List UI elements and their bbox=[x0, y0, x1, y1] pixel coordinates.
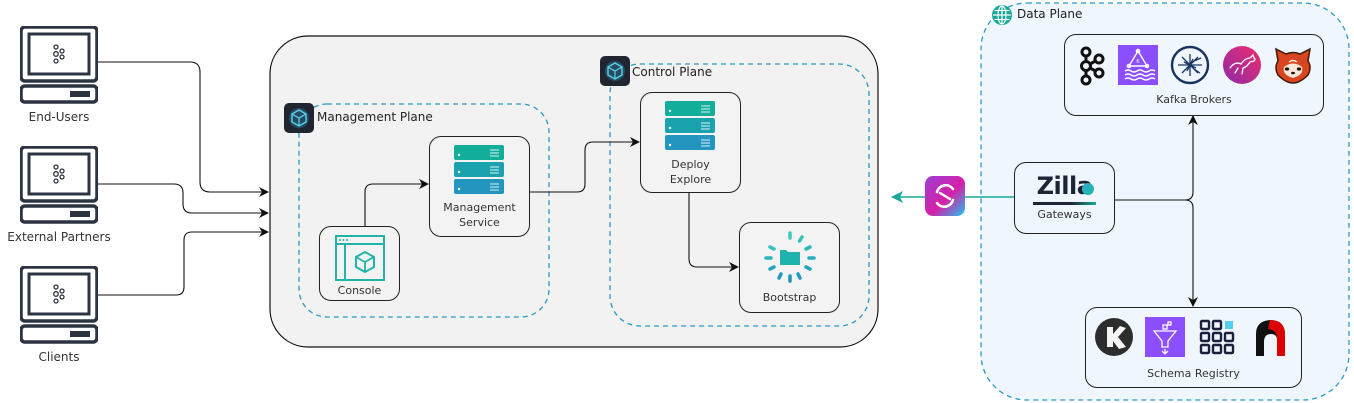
control-plane-badge-icon bbox=[600, 56, 630, 86]
svg-text:K: K bbox=[1136, 59, 1140, 65]
deploy-explore-node[interactable]: Deploy Explore bbox=[640, 92, 741, 193]
amazon-msk-icon: K bbox=[1118, 45, 1158, 85]
kafka-terminal-icon bbox=[19, 265, 99, 344]
console-node[interactable]: Console bbox=[319, 226, 400, 301]
end-users-arrow bbox=[98, 61, 269, 197]
console-to-management-arrow bbox=[364, 179, 429, 226]
schema-registry-label: Schema Registry bbox=[1147, 367, 1240, 380]
client-label: End-Users bbox=[28, 110, 90, 124]
kafka-brokers-label: Kafka Brokers bbox=[1156, 93, 1232, 106]
management-plane-container bbox=[298, 103, 550, 318]
kafka-terminal-icon bbox=[19, 145, 99, 224]
zilla-logo-underline bbox=[1033, 202, 1096, 205]
control-plane-container bbox=[609, 63, 870, 327]
control-plane-title: Control Plane bbox=[632, 65, 713, 79]
zilla-logo-dot bbox=[1082, 183, 1094, 195]
data-plane-title: Data Plane bbox=[1017, 7, 1083, 21]
schema-registry-node[interactable]: Schema Registry bbox=[1085, 307, 1302, 388]
redpanda-icon bbox=[1275, 47, 1311, 84]
management-service-label-line2: Service bbox=[459, 216, 500, 229]
bootstrap-node[interactable]: Bootstrap bbox=[739, 222, 840, 313]
console-window-icon bbox=[335, 235, 385, 281]
management-service-node[interactable]: Management Service bbox=[429, 136, 530, 237]
apicurio-icon bbox=[1199, 319, 1235, 355]
management-to-deploy-arrow bbox=[529, 137, 640, 193]
deploy-explore-label-line1: Deploy bbox=[671, 158, 710, 171]
client-label: Clients bbox=[38, 350, 80, 364]
clients-arrow bbox=[98, 227, 269, 296]
console-label: Console bbox=[337, 284, 382, 297]
client-external-partners[interactable]: External Partners bbox=[7, 145, 111, 256]
red-hat-icon bbox=[1256, 320, 1285, 356]
bootstrap-label: Bootstrap bbox=[762, 291, 817, 304]
aiven-kafka-icon bbox=[1223, 46, 1261, 84]
deploy-to-bootstrap-arrow bbox=[688, 192, 739, 272]
kafka-brokers-node[interactable]: K Kafka Brokers bbox=[1064, 34, 1324, 116]
deploy-explore-label-line2: Explore bbox=[669, 173, 712, 186]
external-partners-arrow bbox=[98, 183, 269, 218]
apache-kafka-icon bbox=[1080, 46, 1105, 86]
zilla-logo: Zilla bbox=[1015, 172, 1114, 200]
globe-icon bbox=[991, 4, 1013, 26]
server-stack-icon bbox=[665, 101, 715, 150]
server-stack-icon bbox=[454, 145, 504, 194]
karapace-icon bbox=[1095, 318, 1133, 356]
client-end-users[interactable]: End-Users bbox=[19, 25, 99, 136]
client-clients[interactable]: Clients bbox=[19, 265, 99, 376]
zilla-gateway-node[interactable]: Zilla Gateways bbox=[1014, 162, 1115, 234]
client-label: External Partners bbox=[7, 230, 111, 244]
management-plane-title: Management Plane bbox=[317, 110, 433, 124]
aws-glue-schema-icon bbox=[1145, 317, 1185, 357]
bootstrap-loading-folder-icon bbox=[764, 231, 816, 283]
kafka-terminal-icon bbox=[19, 25, 99, 104]
sync-connector-icon[interactable] bbox=[925, 176, 965, 216]
management-service-label-line1: Management bbox=[443, 201, 516, 214]
confluent-icon bbox=[1170, 45, 1210, 85]
gateway-to-schema-registry-arrow bbox=[1184, 199, 1198, 307]
gateway-label: Gateways bbox=[1037, 208, 1092, 221]
management-plane-badge-icon bbox=[284, 103, 314, 133]
